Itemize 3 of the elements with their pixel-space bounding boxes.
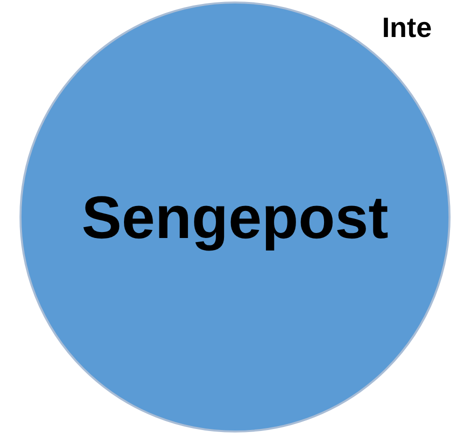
heading-text: Inte — [382, 12, 432, 44]
circle-node — [19, 1, 451, 433]
node-label: Sengepost — [82, 182, 388, 252]
